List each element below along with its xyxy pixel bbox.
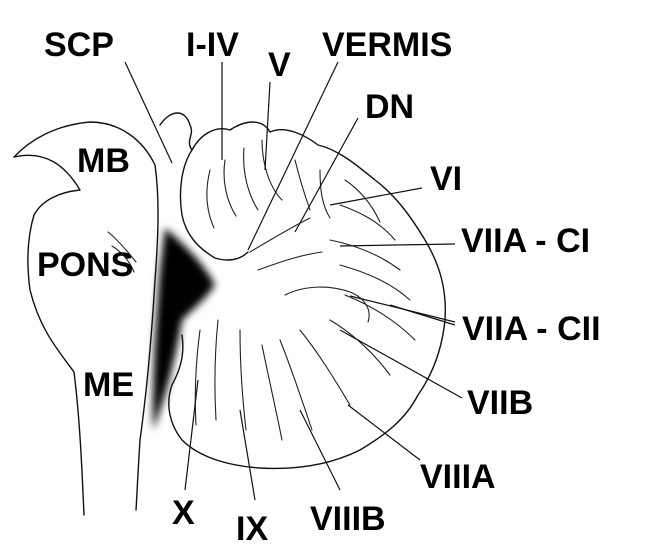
label-viia-ci: VIIA - CI [461, 222, 590, 260]
label-v: V [268, 46, 291, 84]
label-ix: IX [236, 510, 268, 548]
label-viiib: VIIIB [310, 500, 386, 538]
label-x: X [172, 494, 195, 532]
label-scp: SCP [44, 26, 114, 64]
label-vi: VI [430, 160, 462, 198]
label-viiia: VIIIA [420, 458, 496, 496]
label-mb: MB [77, 142, 130, 180]
label-viib: VIIB [467, 384, 533, 422]
label-viia-cii: VIIA - CII [462, 310, 601, 348]
label-dn: DN [365, 88, 414, 126]
label-pons: PONS [37, 246, 133, 284]
fourth-ventricle [153, 228, 215, 430]
midbrain-outline [14, 155, 84, 515]
brainstem-outline [14, 122, 158, 510]
label-me: ME [83, 366, 134, 404]
label-vermis: VERMIS [322, 26, 452, 64]
label-i-iv: I-IV [186, 26, 239, 64]
dentate-nucleus-lines [285, 287, 369, 322]
anterior-lobe-outline [180, 150, 248, 260]
